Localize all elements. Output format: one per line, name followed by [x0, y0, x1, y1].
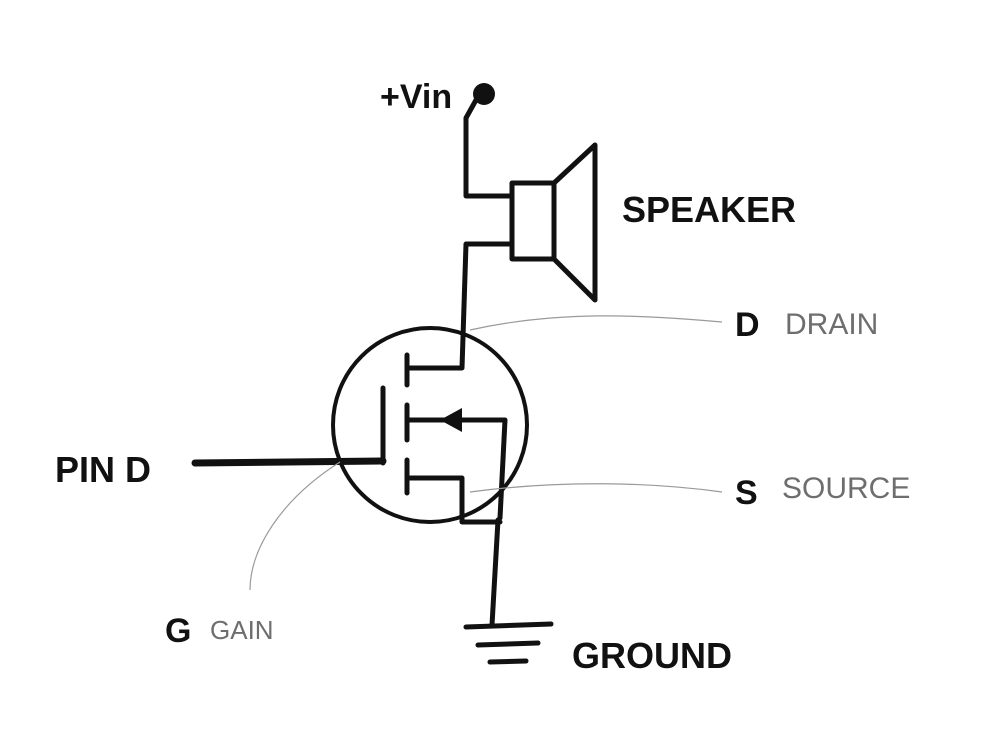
source-annotation: S SOURCE [735, 472, 910, 512]
ground-label: GROUND [572, 635, 732, 676]
mosfet-body-arrow-icon [440, 408, 462, 432]
ground-icon [463, 621, 554, 665]
source-word: SOURCE [782, 472, 910, 505]
vin-wire [463, 97, 515, 199]
source-leader-line [469, 483, 723, 493]
ground-wire [489, 517, 501, 628]
drain-word: DRAIN [785, 308, 878, 341]
gate-leader-line [249, 461, 341, 591]
source-letter: S [735, 474, 758, 512]
gate-letter: G [165, 612, 191, 650]
pin-input-wire [191, 457, 387, 467]
drain-leader-line [469, 315, 723, 331]
vin-label: +Vin [380, 78, 452, 116]
vin-terminal-dot [473, 83, 495, 105]
mosfet-circle [331, 326, 529, 524]
gate-annotation: G GAIN [165, 612, 274, 650]
drain-letter: D [735, 306, 760, 344]
pin-label: PIN D [55, 449, 151, 490]
drain-wire [407, 241, 515, 371]
gate-word: GAIN [210, 615, 274, 645]
source-wire [406, 475, 503, 525]
drain-annotation: D DRAIN [735, 306, 878, 344]
speaker-icon [509, 142, 598, 303]
mosfet-body-wire [406, 417, 508, 521]
speaker-label: SPEAKER [622, 189, 796, 230]
